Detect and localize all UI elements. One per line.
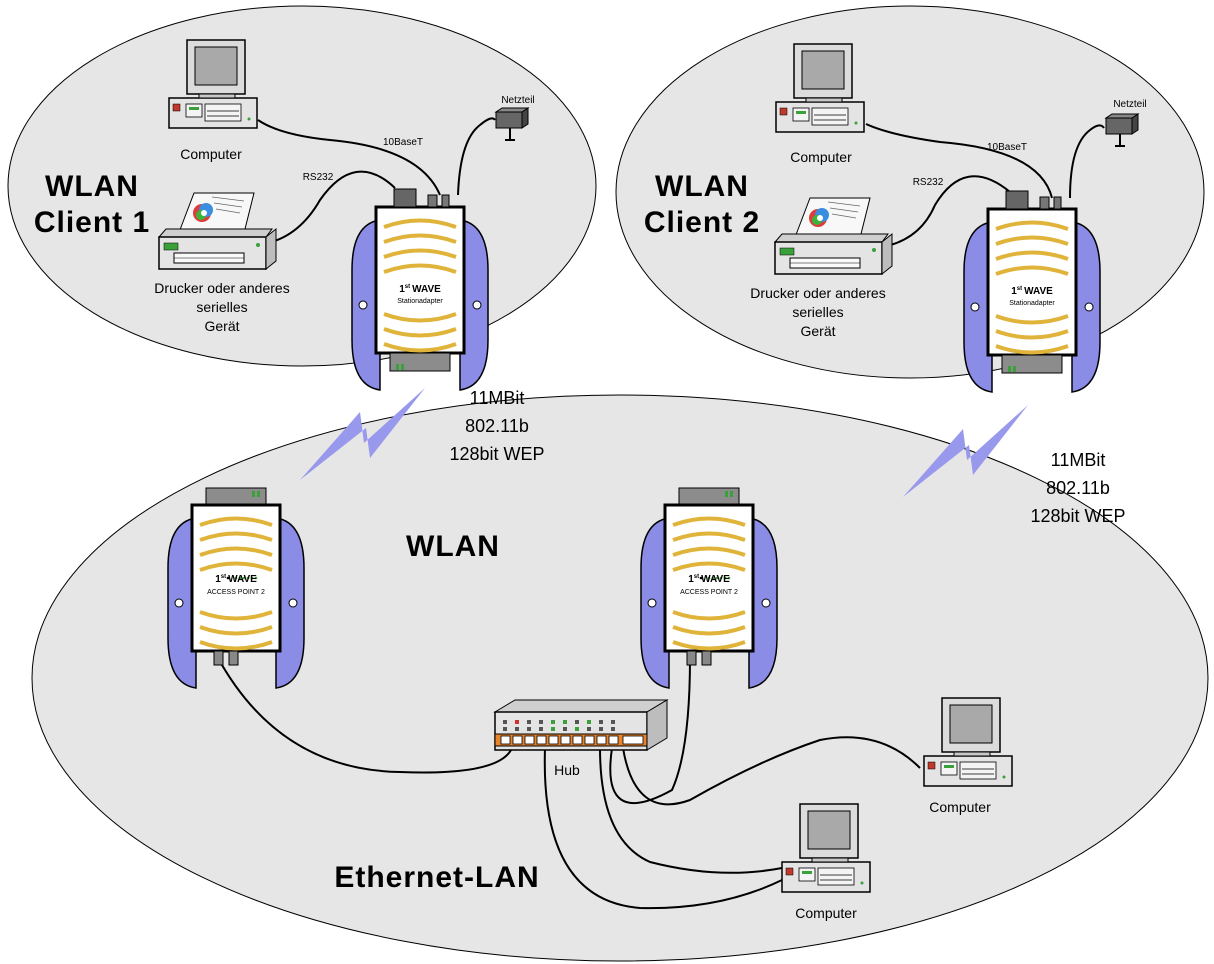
access-point-label: ACCESS POINT 2 bbox=[207, 589, 265, 596]
label-printer-line2: serielles bbox=[196, 299, 247, 315]
hub-icon bbox=[493, 699, 669, 751]
label-computer: Computer bbox=[790, 149, 852, 165]
label-rs232: RS232 bbox=[913, 177, 944, 188]
cable-netzteil-1 bbox=[457, 117, 496, 196]
label-netzteil: Netzteil bbox=[1113, 99, 1146, 110]
cable-hub-computer-bottom-a bbox=[543, 747, 783, 910]
access-point-label: ACCESS POINT 2 bbox=[680, 589, 738, 596]
label-rs232: RS232 bbox=[303, 172, 334, 183]
cable-rs232-1 bbox=[267, 170, 396, 244]
label-10baset: 10BaseT bbox=[383, 137, 423, 148]
label-computer: Computer bbox=[795, 905, 857, 921]
zone-client2-line2: Client 2 bbox=[644, 206, 760, 239]
link-right-line3: 128bit WEP bbox=[1030, 506, 1125, 526]
zone-ethernet-title: Ethernet-LAN bbox=[334, 861, 539, 894]
label-netzteil: Netzteil bbox=[501, 95, 534, 106]
label-hub: Hub bbox=[554, 762, 580, 778]
zone-wlan-title: WLAN bbox=[406, 530, 500, 563]
link-left-line2: 802.11b bbox=[465, 416, 529, 436]
label-computer: Computer bbox=[929, 799, 991, 815]
zone-client1-line2: Client 1 bbox=[34, 206, 150, 239]
link-right-line1: 11MBit bbox=[1051, 450, 1106, 470]
station-adapter-label: Stationadapter bbox=[1009, 300, 1055, 307]
zone-client1-line1: WLAN bbox=[45, 170, 139, 203]
cable-hub-computer-right bbox=[622, 736, 921, 806]
label-10baset: 10BaseT bbox=[987, 142, 1027, 153]
station-adapter-label: Stationadapter bbox=[397, 298, 443, 305]
link-right-line2: 802.11b bbox=[1046, 478, 1110, 498]
cable-netzteil-2 bbox=[1069, 124, 1105, 199]
cable-10baset-1 bbox=[257, 119, 441, 196]
label-printer-line3: Gerät bbox=[800, 323, 835, 339]
zone-lan bbox=[31, 394, 1209, 962]
label-printer-line3: Gerät bbox=[204, 318, 239, 334]
cable-rs232-2 bbox=[881, 175, 1011, 248]
label-printer-line1: Drucker oder anderes bbox=[750, 285, 885, 301]
cable-ap1-hub bbox=[217, 657, 513, 774]
cable-10baset-2 bbox=[865, 123, 1053, 199]
zone-client2-line1: WLAN bbox=[655, 170, 749, 203]
cable-ap2-hub bbox=[609, 657, 691, 805]
link-left-line1: 11MBit bbox=[470, 388, 525, 408]
link-left-line3: 128bit WEP bbox=[449, 444, 544, 464]
cable-hub-computer-bottom-b bbox=[599, 747, 783, 874]
label-printer-line1: Drucker oder anderes bbox=[154, 280, 289, 296]
label-printer-line2: serielles bbox=[792, 304, 843, 320]
label-computer: Computer bbox=[180, 146, 242, 162]
